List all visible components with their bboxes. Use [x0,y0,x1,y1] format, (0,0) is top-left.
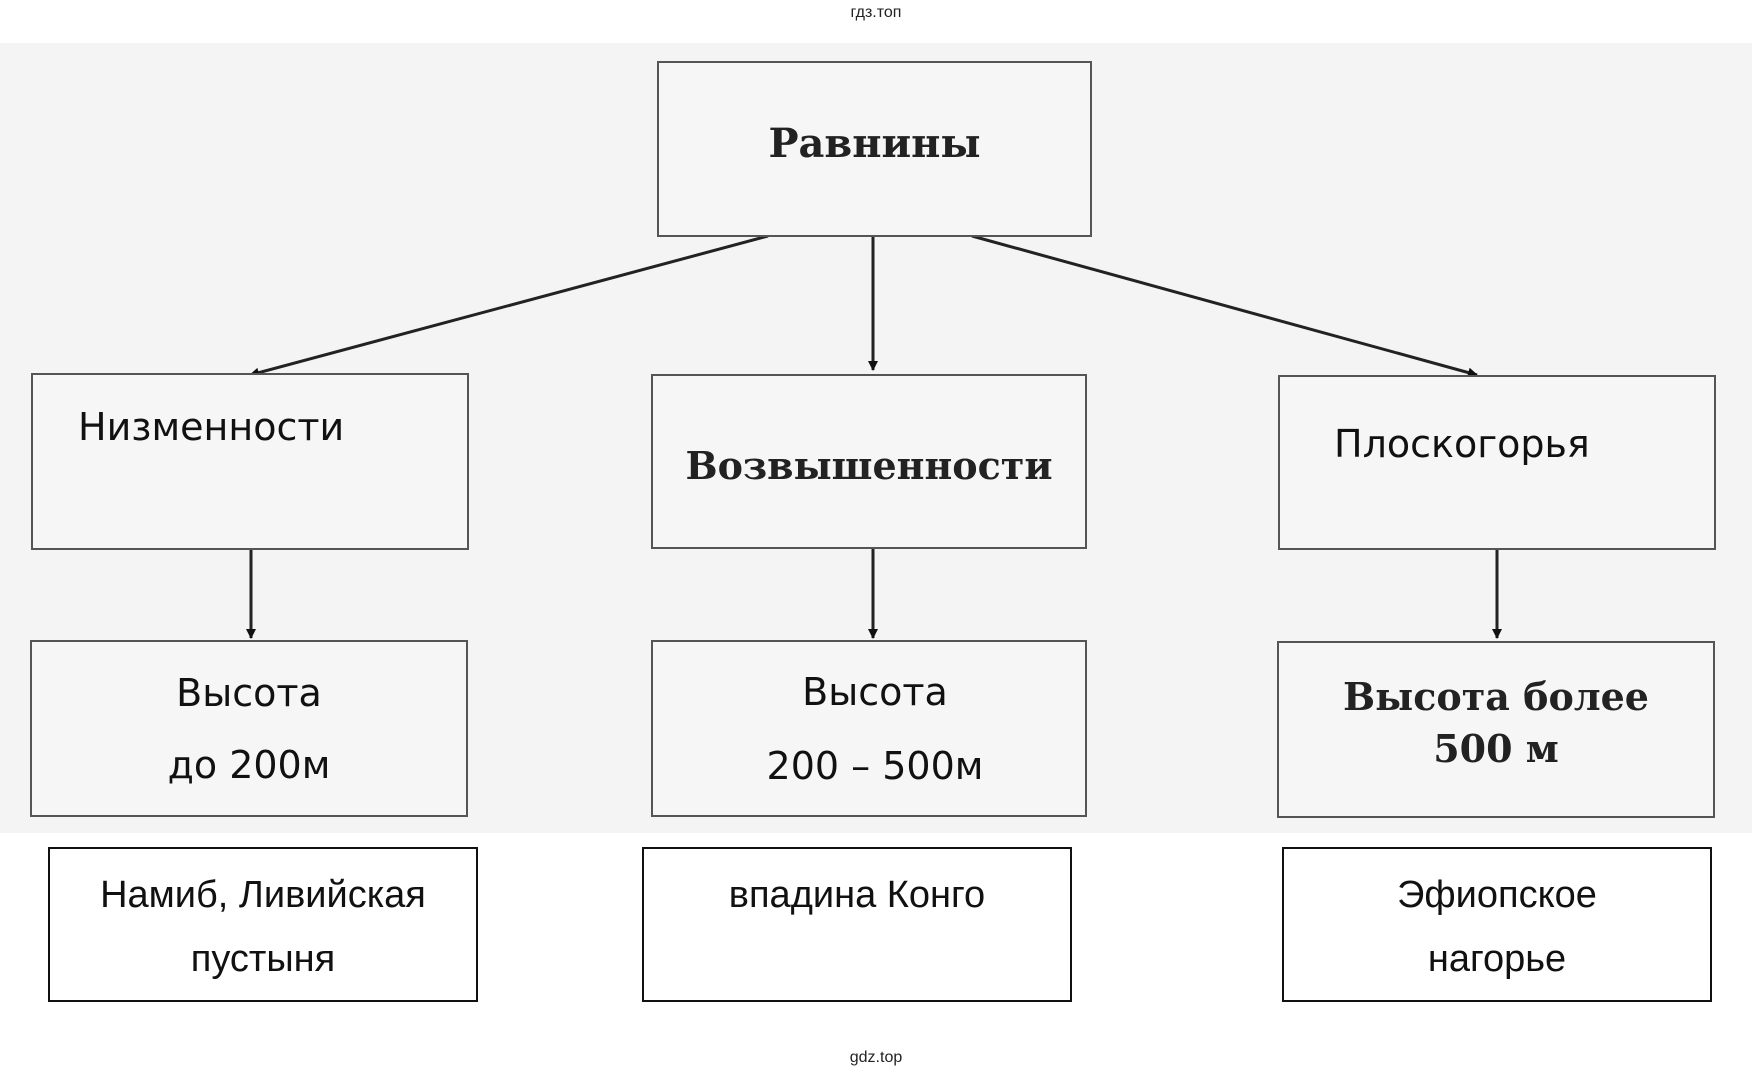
root-label: Равнины [768,119,981,167]
node-uplands-height: Высота 200 – 500м [651,640,1087,817]
node-lowlands-height: Высота до 200м [30,640,468,817]
answer-lowlands-line1: Намиб, Ливийская [100,874,426,916]
node-uplands: Возвышенности [651,374,1087,549]
uplands-height-line2: 200 – 500м [766,743,984,788]
answer-uplands-line1: впадина Конго [728,874,986,916]
uplands-label: Возвышенности [685,443,1053,488]
answer-plateaus: Эфиопское нагорье [1282,847,1712,1002]
watermark-top: гдз.топ [850,4,902,21]
arrow-root-to-lowlands [249,234,769,378]
answer-uplands: впадина Конго [642,847,1072,1002]
watermark-bottom: gdz.top [849,1049,903,1066]
lowlands-label: Низменности [78,405,345,449]
answer-plateaus-line2: нагорье [1427,938,1567,980]
root-node: Равнины [657,61,1092,237]
plateaus-label: Плоскогорья [1334,422,1590,466]
lowlands-height-line2: до 200м [167,742,331,787]
arrow-root-to-plateaus [971,234,1478,378]
answer-lowlands-line2: пустыня [190,938,336,980]
plateaus-height-line1: Высота более [1343,673,1649,719]
answer-plateaus-line1: Эфиопское [1397,874,1597,916]
node-lowlands: Низменности [31,373,469,550]
plateaus-height-line2: 500 м [1433,725,1559,771]
node-plateaus: Плоскогорья [1278,375,1716,550]
answer-lowlands: Намиб, Ливийская пустыня [48,847,478,1002]
uplands-height-line1: Высота [802,669,948,714]
lowlands-height-line1: Высота [176,670,322,715]
node-plateaus-height: Высота более 500 м [1277,641,1715,818]
